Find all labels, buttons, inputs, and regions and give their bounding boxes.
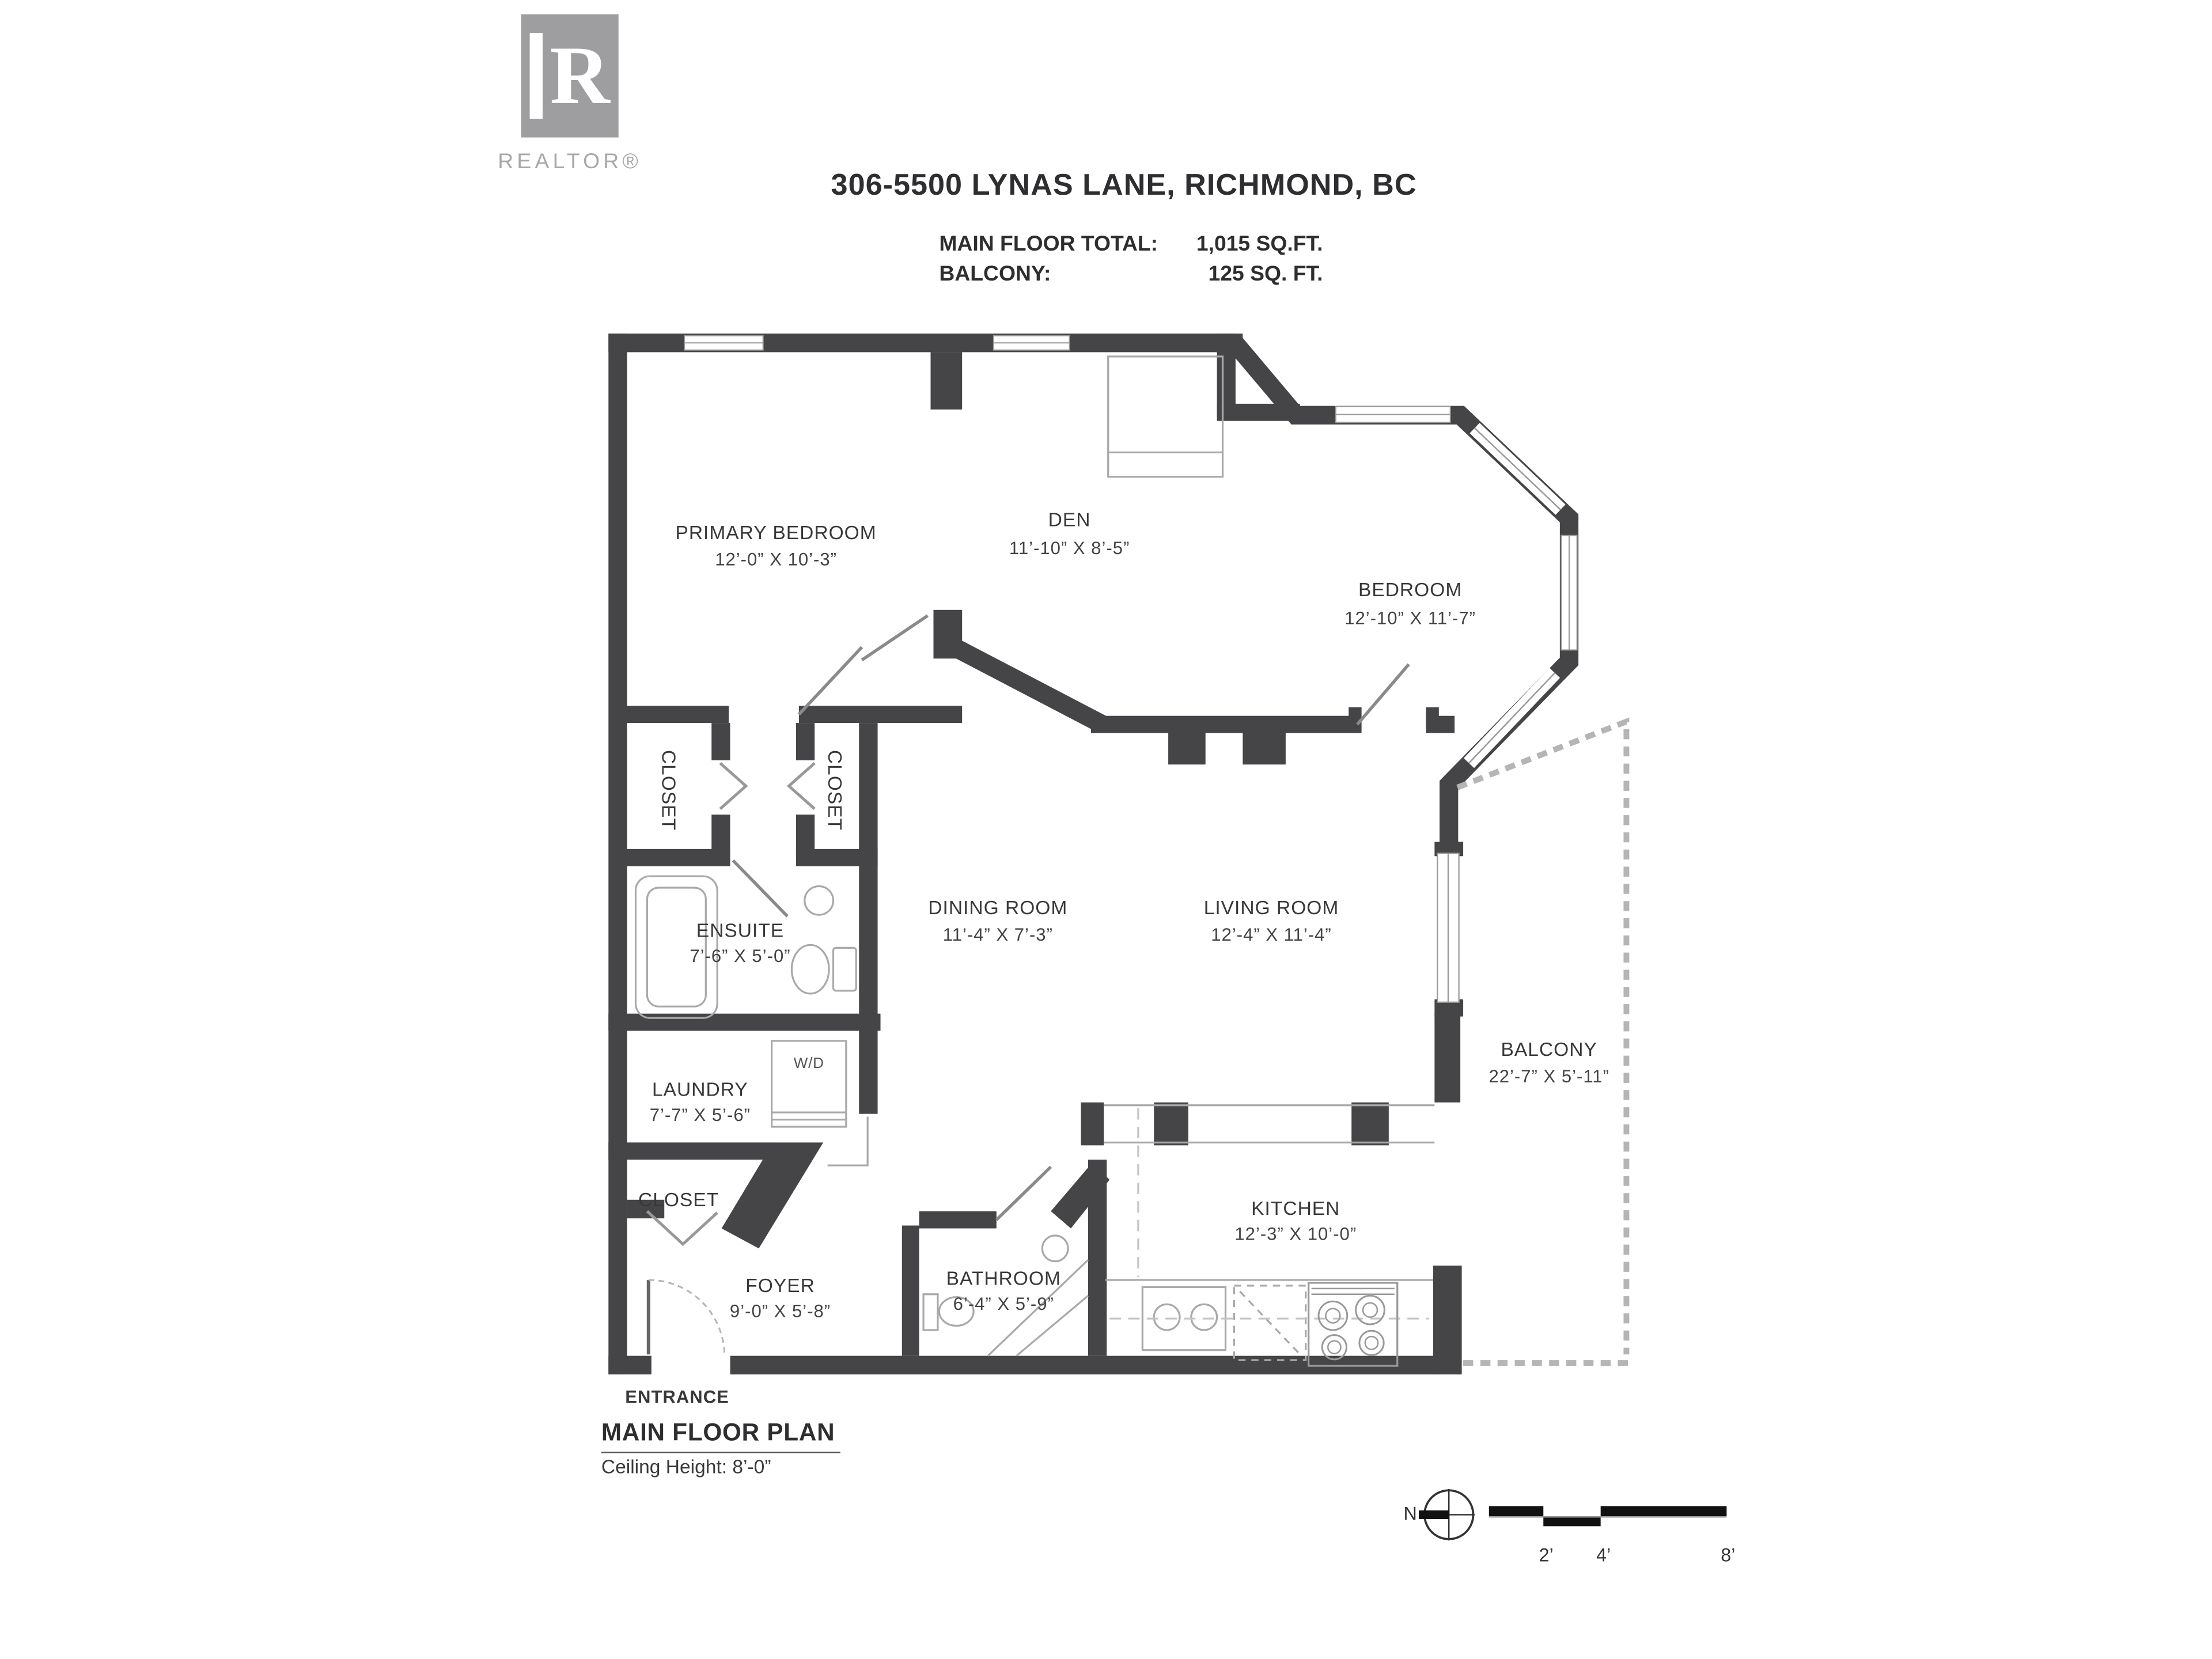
ceiling-height: Ceiling Height: 8’-0” bbox=[601, 1456, 771, 1478]
bathroom-toilet-bowl bbox=[938, 1296, 975, 1327]
total-row: BALCONY: 125 SQ. FT. bbox=[939, 259, 1323, 289]
total-value: 125 SQ. FT. bbox=[1208, 262, 1323, 287]
doors bbox=[646, 614, 1410, 1356]
closet-right-bifold bbox=[786, 762, 816, 810]
scale-tick-4ft: 4’ bbox=[1596, 1544, 1611, 1566]
bathtub bbox=[634, 875, 718, 1019]
room-label-kitchen: KITCHEN bbox=[1251, 1198, 1340, 1219]
room-dims-bathroom: 6’-4” X 5’-9” bbox=[953, 1294, 1054, 1315]
room-label-den: DEN bbox=[1048, 509, 1091, 531]
washer-dryer-label: W/D bbox=[793, 1055, 824, 1073]
total-label: MAIN FLOOR TOTAL: bbox=[939, 232, 1158, 256]
scale-tick-8ft: 8’ bbox=[1721, 1544, 1736, 1566]
room-dims-dining-room: 11’-4” X 7’-3” bbox=[942, 925, 1053, 945]
room-label-foyer: FOYER bbox=[745, 1275, 815, 1297]
plan-title: MAIN FLOOR PLAN bbox=[601, 1419, 841, 1453]
room-label-laundry: LAUNDRY bbox=[652, 1078, 748, 1101]
total-row: MAIN FLOOR TOTAL: 1,015 SQ.FT. bbox=[939, 229, 1323, 259]
compass bbox=[1419, 1488, 1475, 1541]
ensuite-door bbox=[732, 859, 789, 918]
room-dims-primary-bedroom: 12’-0” X 10’-3” bbox=[715, 550, 837, 570]
room-dims-balcony: 22’-7” X 5’-11” bbox=[1488, 1066, 1609, 1087]
room-label-living-room: LIVING ROOM bbox=[1203, 897, 1339, 919]
den-storage-outline bbox=[1107, 355, 1224, 478]
walls bbox=[608, 334, 1464, 1374]
realtor-logo-bar bbox=[529, 33, 543, 119]
bedroom-door bbox=[1356, 663, 1410, 726]
room-dims-bedroom: 12’-10” X 11’-7” bbox=[1344, 608, 1476, 629]
den-door bbox=[861, 614, 929, 662]
closet-left-label: CLOSET bbox=[658, 749, 680, 831]
balcony-boundary bbox=[1456, 717, 1633, 1366]
room-dims-living-room: 12’-4” X 11’-4” bbox=[1211, 925, 1332, 945]
north-label: N bbox=[1403, 1502, 1417, 1524]
foyer-closet-door bbox=[646, 1210, 718, 1247]
ensuite-toilet-bowl bbox=[790, 944, 830, 995]
room-dims-laundry: 7’-7” X 5’-6” bbox=[649, 1105, 751, 1126]
ensuite-toilet-tank bbox=[832, 946, 857, 992]
shower-line bbox=[987, 1259, 1089, 1357]
room-label-dining-room: DINING ROOM bbox=[928, 897, 1068, 919]
dishwasher bbox=[1233, 1285, 1307, 1361]
room-label-primary-bedroom: PRIMARY BEDROOM bbox=[675, 521, 877, 544]
closet-foyer-label: CLOSET bbox=[638, 1189, 719, 1211]
room-dims-kitchen: 12’-3” X 10’-0” bbox=[1234, 1224, 1357, 1244]
closet-right-label: CLOSET bbox=[824, 749, 846, 831]
ensuite-sink bbox=[804, 885, 835, 916]
room-label-bedroom: BEDROOM bbox=[1358, 579, 1463, 601]
washer-dryer-box bbox=[771, 1040, 847, 1128]
room-dims-den: 11’-10” X 8’-5” bbox=[1009, 538, 1130, 559]
room-dims-ensuite: 7’-6” X 5’-0” bbox=[690, 946, 791, 967]
bathroom-sink bbox=[1041, 1234, 1069, 1263]
room-label-balcony: BALCONY bbox=[1501, 1039, 1597, 1060]
room-dims-foyer: 9’-0” X 5’-8” bbox=[729, 1301, 831, 1322]
fixtures bbox=[634, 355, 1435, 1361]
bathroom-toilet-tank bbox=[922, 1293, 939, 1331]
windows bbox=[684, 335, 1578, 1003]
total-value: 1,015 SQ.FT. bbox=[1196, 232, 1323, 256]
realtor-logo-icon: R bbox=[521, 14, 619, 138]
entrance-door-swing bbox=[648, 1279, 726, 1356]
scale-tick-2ft: 2’ bbox=[1539, 1544, 1554, 1566]
realtor-logo-label: REALTOR® bbox=[498, 149, 642, 174]
closet-left-bifold bbox=[719, 762, 748, 810]
page-title: 306-5500 LYNAS LANE, RICHMOND, BC bbox=[831, 169, 1417, 202]
area-totals: MAIN FLOOR TOTAL: 1,015 SQ.FT. BALCONY: … bbox=[939, 229, 1323, 289]
stove bbox=[1308, 1282, 1399, 1367]
primary-bedroom-door bbox=[797, 646, 863, 716]
scale-bar bbox=[1488, 1506, 1727, 1527]
total-label: BALCONY: bbox=[939, 262, 1051, 287]
room-label-ensuite: ENSUITE bbox=[696, 919, 785, 942]
bathroom-door bbox=[995, 1165, 1052, 1221]
wall-lines bbox=[936, 336, 1579, 851]
plan-footer: MAIN FLOOR PLAN Ceiling Height: 8’-0” bbox=[601, 1419, 841, 1478]
realtor-logo-letter: R bbox=[550, 28, 610, 122]
room-label-bathroom: BATHROOM bbox=[946, 1267, 1061, 1290]
entrance-label: ENTRANCE bbox=[625, 1387, 729, 1408]
